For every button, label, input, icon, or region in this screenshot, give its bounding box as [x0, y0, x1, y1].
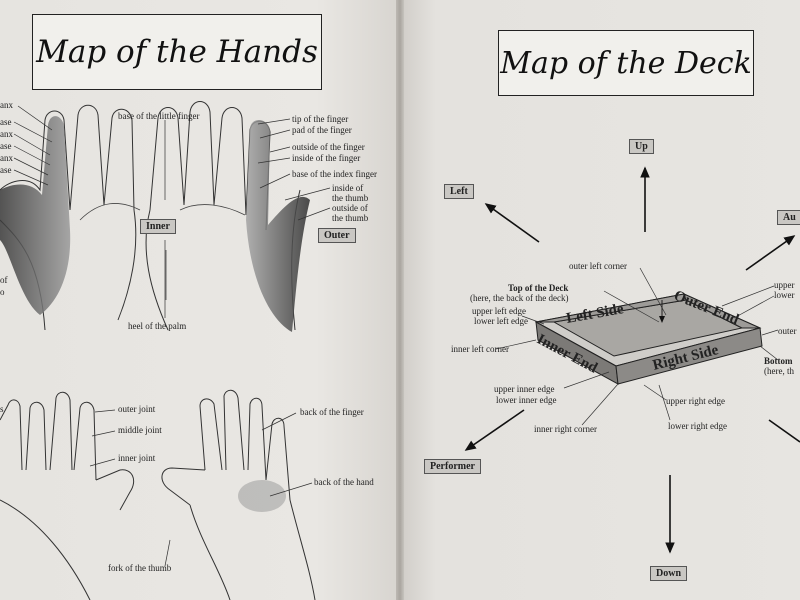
label-tip-finger: tip of the finger [292, 114, 349, 124]
label-top-deck-note: (here, the back of the deck) [470, 293, 569, 303]
tag-inner: Inner [140, 219, 176, 234]
label-middle-joint: middle joint [118, 425, 162, 435]
hands-illustration [0, 101, 331, 600]
cut-label-5: anx [0, 153, 13, 163]
cut-label-4: ase [0, 141, 12, 151]
deck-title-box: Map of the Deck [498, 30, 754, 96]
label-inside-thumb-2: the thumb [332, 193, 369, 203]
deck-title: Map of the Deck [500, 45, 752, 81]
palm-creases [79, 203, 246, 300]
tag-outer: Outer [318, 228, 356, 243]
hands-title-box: Map of the Hands [32, 14, 322, 90]
label-lower-inner-edge: lower inner edge [496, 395, 557, 405]
left-thumb-shade [0, 116, 71, 315]
deck-illustration [464, 166, 800, 554]
label-lower-right-edge: lower right edge [668, 421, 727, 431]
cut-label-2: ase [0, 117, 12, 127]
back-hand-shade [238, 480, 286, 512]
label-base-index-finger: base of the index finger [292, 169, 377, 179]
label-upper-right-edge: upper right edge [666, 396, 725, 406]
left-page: Map of the Hands [0, 0, 396, 600]
label-heel-palm: heel of the palm [128, 321, 187, 331]
tag-down: Down [650, 566, 688, 581]
right-page: Map of the Deck [404, 0, 800, 600]
label-upper-left-edge: upper left edge [472, 306, 526, 316]
label-outside-thumb-1: outside of [332, 203, 368, 213]
label-outside-thumb-2: the thumb [332, 213, 369, 223]
book-gutter [396, 0, 404, 600]
label-lower-left-edge: lower left edge [474, 316, 528, 326]
tag-left: Left [444, 184, 474, 199]
label-bottom-cut: Bottom [764, 356, 793, 366]
label-inner-right-corner: inner right corner [534, 424, 597, 434]
cut-label-s: s [0, 404, 4, 414]
label-outside-finger: outside of the finger [292, 142, 365, 152]
label-back-hand: back of the hand [314, 477, 374, 487]
tag-performer: Performer [424, 459, 481, 474]
deck-leader-lines [495, 267, 779, 426]
label-upper-inner-edge: upper inner edge [494, 384, 555, 394]
label-inside-thumb-1: inside of [332, 183, 364, 193]
cut-label-3: anx [0, 129, 13, 139]
label-outer-joint: outer joint [118, 404, 156, 414]
cut-label-7: of [0, 275, 8, 285]
back-hands [0, 389, 316, 600]
cut-label-6: ase [0, 165, 12, 175]
tag-up: Up [629, 139, 654, 154]
cut-label-8: o [0, 287, 5, 297]
label-inner-left-corner: inner left corner [451, 344, 509, 354]
cut-label-1: anx [0, 100, 13, 110]
label-fork-thumb: fork of the thumb [108, 563, 172, 573]
right-thumb-shade [246, 119, 310, 332]
direction-arrows [464, 166, 800, 554]
label-back-finger: back of the finger [300, 407, 364, 417]
label-pad-finger: pad of the finger [292, 125, 352, 135]
palm-leader-lines [13, 105, 331, 318]
label-bottom-note-cut: (here, th [764, 366, 794, 376]
label-inner-joint: inner joint [118, 453, 156, 463]
label-top-deck: Top of the Deck [508, 283, 569, 293]
back-leader-lines [89, 409, 313, 567]
label-lower-cut: lower [774, 290, 795, 300]
label-base-little-finger: base of the little finger [118, 111, 200, 121]
hands-title: Map of the Hands [36, 34, 318, 70]
label-inside-finger: inside of the finger [292, 153, 361, 163]
label-outer-left-corner: outer left corner [569, 261, 627, 271]
label-upper-cut: upper [774, 280, 795, 290]
tag-away-cut: Au [777, 210, 800, 225]
label-outer-cut: outer [778, 326, 797, 336]
deck-box [534, 293, 763, 385]
